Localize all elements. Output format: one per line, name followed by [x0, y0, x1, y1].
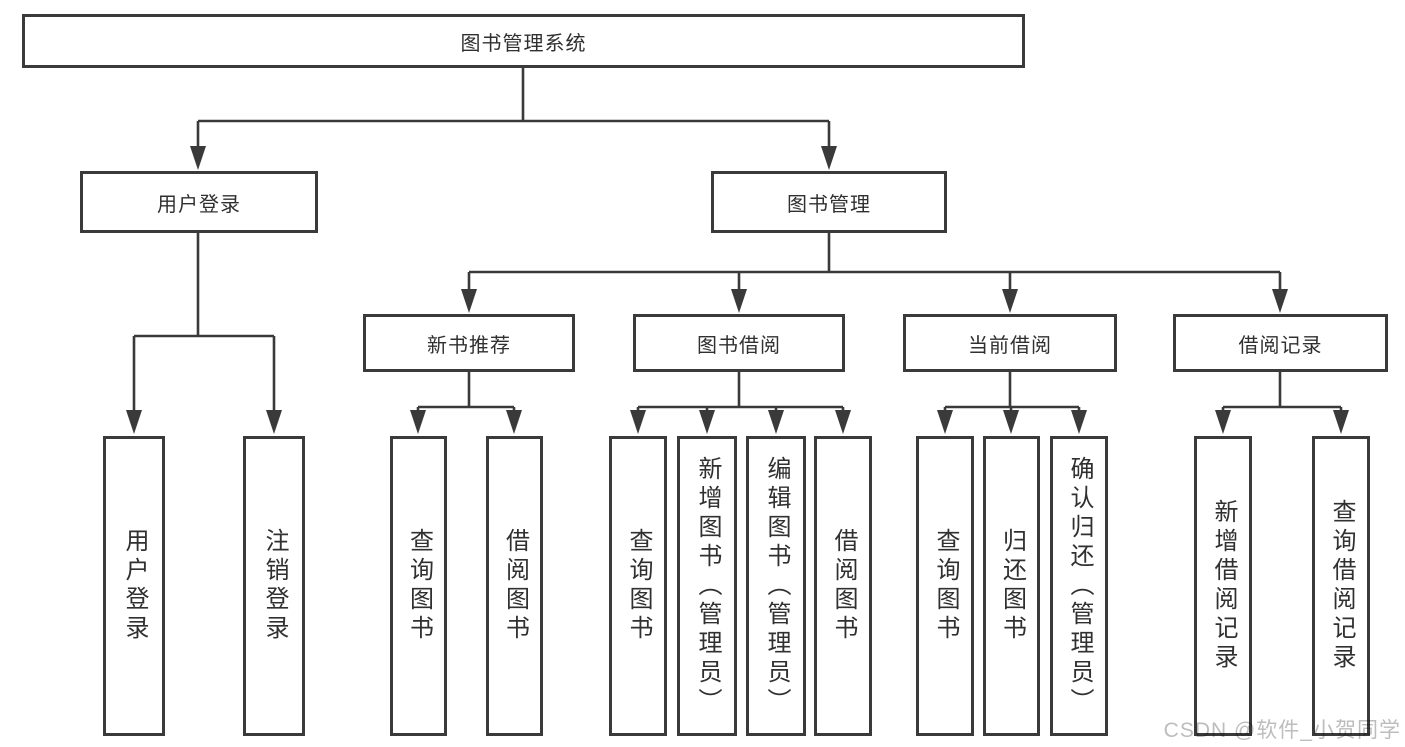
leaf-query-borrow-record-label: 查询借阅记录 [1328, 499, 1355, 673]
leaf-borrow-book-label: 借阅图书 [830, 528, 857, 644]
leaf-return-book-label: 归还图书 [998, 528, 1026, 644]
node-book-management: 图书管理 [711, 171, 947, 233]
leaf-query-books-borrow-label: 查询图书 [625, 528, 652, 644]
leaf-user-login: 用户登录 [103, 436, 165, 736]
leaf-add-book-admin-label: 新增图书（管理员） [694, 455, 721, 717]
node-borrow-records: 借阅记录 [1173, 314, 1388, 372]
node-current-borrow: 当前借阅 [903, 314, 1117, 372]
leaf-return-book: 归还图书 [983, 436, 1040, 736]
leaf-confirm-return-admin-label: 确认归还（管理员） [1066, 455, 1093, 717]
leaf-add-borrow-record: 新增借阅记录 [1194, 436, 1252, 736]
node-root-system: 图书管理系统 [22, 14, 1025, 68]
leaf-logout: 注销登录 [243, 436, 305, 736]
csdn-watermark: CSDN @软件_小贺同学 [1163, 719, 1401, 742]
node-book-borrow: 图书借阅 [633, 314, 845, 372]
connector-bookmgmt-to-level3 [467, 233, 1282, 307]
connector-records-to-leaves [1221, 372, 1343, 429]
leaf-user-login-label: 用户登录 [121, 528, 148, 644]
leaf-confirm-return-admin: 确认归还（管理员） [1050, 436, 1108, 736]
leaf-borrow-books-recommend-label: 借阅图书 [501, 528, 529, 644]
leaf-add-borrow-record-label: 新增借阅记录 [1210, 499, 1237, 673]
node-new-book-recommend: 新书推荐 [363, 314, 575, 372]
connector-bookborrow-to-leaves [636, 372, 845, 429]
leaf-add-book-admin: 新增图书（管理员） [677, 436, 737, 736]
leaf-borrow-books-recommend: 借阅图书 [486, 436, 543, 736]
leaf-borrow-book: 借阅图书 [814, 436, 872, 736]
connector-newbook-to-leaves [416, 372, 516, 429]
leaf-query-books-borrow: 查询图书 [609, 436, 667, 736]
leaf-edit-book-admin-label: 编辑图书（管理员） [763, 455, 790, 717]
leaf-logout-label: 注销登录 [261, 528, 288, 644]
connector-root-to-level2 [196, 68, 831, 165]
leaf-query-borrow-record: 查询借阅记录 [1312, 436, 1370, 736]
node-user-login: 用户登录 [80, 171, 318, 233]
leaf-query-books-recommend: 查询图书 [390, 436, 447, 736]
leaf-query-books-current: 查询图书 [916, 436, 974, 736]
connector-userlogin-to-leaves [132, 233, 276, 429]
leaf-query-books-current-label: 查询图书 [932, 528, 959, 644]
leaf-query-books-recommend-label: 查询图书 [405, 528, 433, 644]
leaf-edit-book-admin: 编辑图书（管理员） [746, 436, 806, 736]
